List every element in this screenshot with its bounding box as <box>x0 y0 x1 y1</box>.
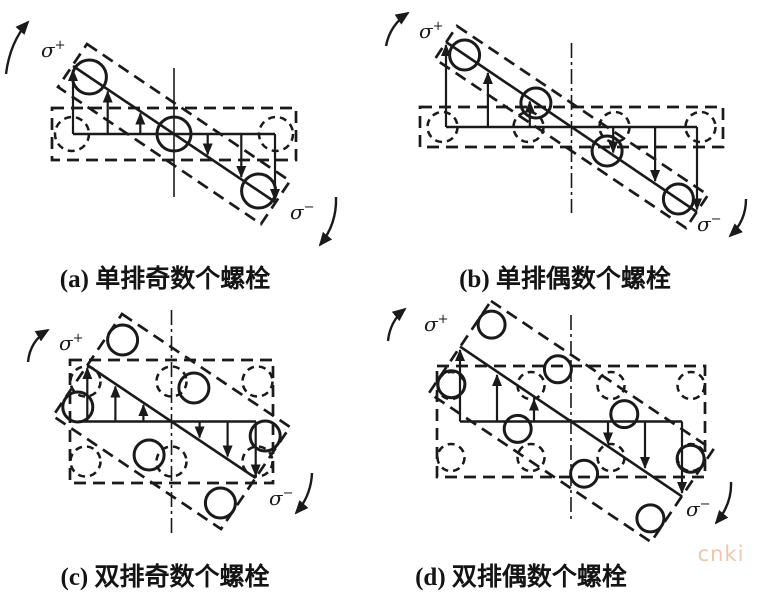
bolt-dashed <box>676 370 706 401</box>
moment-arrow-up-icon <box>4 20 30 75</box>
panel-d-diagram: σ+ σ− <box>386 299 733 544</box>
bolt-dashed <box>155 365 188 398</box>
bolt-solid <box>132 438 166 472</box>
sigma-minus-label: σ− <box>290 200 315 224</box>
bolt-solid <box>436 369 467 400</box>
rotated-plate-outline <box>427 299 715 544</box>
stress-diagonal <box>72 64 276 204</box>
moment-arrow-up-icon <box>384 11 410 47</box>
bolt-solid <box>635 503 666 534</box>
moment-arrow-down-icon <box>294 472 314 515</box>
rotated-plate-outline <box>51 312 292 531</box>
bolt-dashed <box>241 365 274 398</box>
bolt-solid <box>248 419 282 453</box>
moment-arrow-down-icon <box>318 196 338 247</box>
bolt-solid <box>609 399 640 430</box>
bolt-solid <box>675 443 706 474</box>
bolt-dashed <box>596 370 626 401</box>
bolt-dashed <box>241 445 274 478</box>
bolt-dashed <box>69 365 102 398</box>
bolt-solid <box>177 371 211 405</box>
stress-diagonal <box>445 40 698 214</box>
bolt-dashed <box>516 442 546 473</box>
bolt-solid <box>203 486 237 520</box>
panel-b-caption: (b) 单排偶数个螺栓 <box>459 265 671 293</box>
moment-arrow-down-icon <box>714 481 733 525</box>
moment-arrow-up-icon <box>386 307 407 342</box>
bolt-solid <box>502 413 533 444</box>
bolt-solid <box>542 354 573 385</box>
sigma-plus-label: σ+ <box>424 312 449 336</box>
bolt-dashed <box>684 110 717 144</box>
stress-diagonal <box>86 363 257 480</box>
moment-arrow-down-icon <box>728 198 748 238</box>
panel-a-caption: (a) 单排奇数个螺栓 <box>60 265 270 293</box>
panel-c-diagram: σ+ σ− <box>26 310 314 537</box>
sigma-plus-label: σ+ <box>419 19 444 43</box>
sigma-minus-label: σ− <box>686 497 711 521</box>
moment-arrow-up-icon <box>26 328 50 363</box>
sigma-minus-label: σ− <box>269 486 294 510</box>
bolt-solid <box>106 323 140 357</box>
bolt-solid <box>61 390 95 424</box>
bolt-solid <box>569 458 600 489</box>
stress-diagonal <box>459 345 683 498</box>
bolt-dashed <box>155 445 188 478</box>
bolt-solid <box>519 86 553 120</box>
cnki-watermark: cnki <box>698 542 745 566</box>
rotated-plate-outline <box>56 42 292 226</box>
bolt-dashed <box>436 442 466 473</box>
panel-b-diagram: σ+ σ− <box>384 11 748 238</box>
panel-d-caption: (d) 双排偶数个螺栓 <box>415 563 627 591</box>
panel-c-caption: (c) 双排奇数个螺栓 <box>61 563 270 591</box>
bolt-dashed <box>69 445 102 478</box>
sigma-plus-label: σ+ <box>59 331 84 355</box>
panel-a-diagram: σ+ σ− <box>4 20 338 247</box>
bolt-solid <box>590 134 624 168</box>
sigma-minus-label: σ− <box>697 212 722 236</box>
sigma-plus-label: σ+ <box>41 38 66 62</box>
bolt-solid <box>476 309 507 340</box>
